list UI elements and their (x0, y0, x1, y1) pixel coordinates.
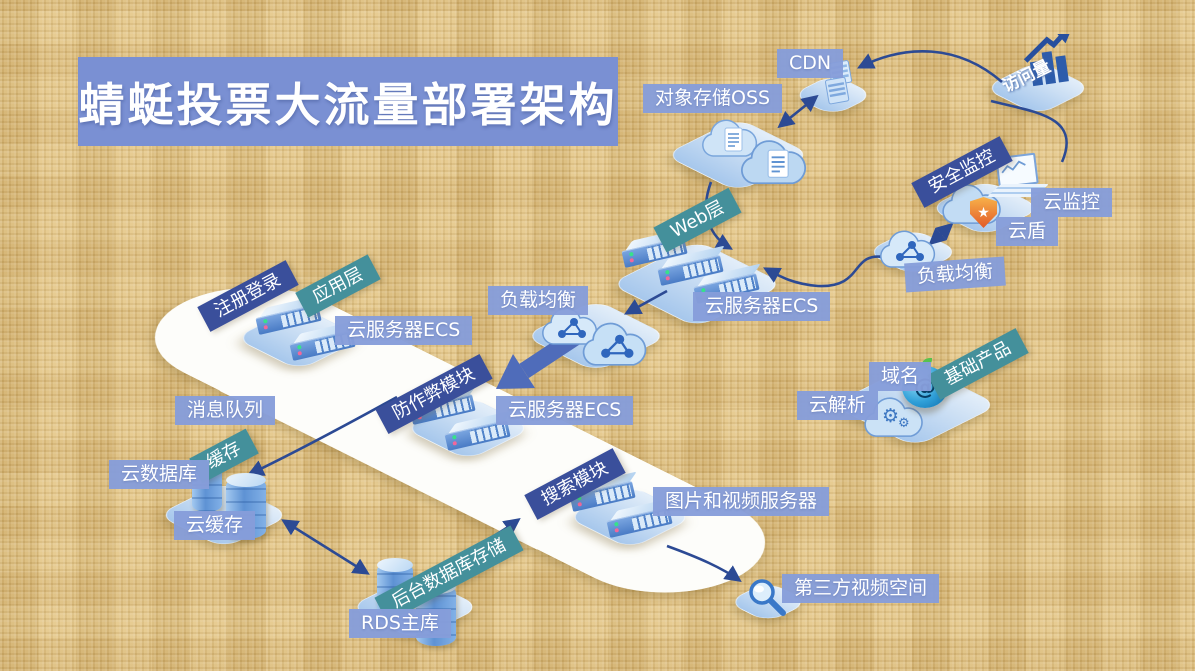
gear-icon: ⚙ (898, 416, 910, 431)
page-title: 蜻蜓投票大流量部署架构 (78, 57, 618, 146)
oss-cloud-document-icon (736, 136, 812, 188)
edge-cdn-oss (777, 94, 819, 129)
anticheat-ecs-label: 云服务器ECS (496, 396, 634, 425)
cloud-db-label: 云数据库 (109, 460, 210, 489)
edge-search-video (666, 544, 742, 582)
oss-cloud-document-icon (698, 116, 762, 160)
laptop-chart-icon (995, 152, 1039, 189)
third-party-video-label: 第三方视频空间 (782, 574, 940, 603)
cloud-cache-label: 云缓存 (174, 511, 256, 540)
edge-shield-lb (928, 222, 954, 246)
image-video-server-label: 图片和视频服务器 (653, 487, 830, 516)
cloud-monitor-label: 云监控 (1031, 188, 1113, 217)
app-ecs-label: 云服务器ECS (335, 316, 473, 345)
edge-traffic-cdn (856, 50, 1003, 83)
cdn-label: CDN (777, 49, 844, 78)
dns-cloud-gears-icon: ⚙ ⚙ (860, 393, 928, 441)
domain-label: 域名 (869, 362, 932, 391)
edge-web-lbleft (624, 289, 668, 315)
lb-left-cloud-share-icon (578, 318, 652, 370)
oss-label: 对象存储OSS (643, 84, 783, 113)
traffic-bar-chart-up-arrow-icon (1016, 31, 1078, 90)
lb-left-label: 负载均衡 (488, 286, 589, 315)
cloud-shield-label: 云盾 (996, 217, 1059, 246)
rds-master-label: RDS主库 (349, 609, 451, 638)
dns-label: 云解析 (797, 391, 879, 420)
web-ecs-label: 云服务器ECS (693, 292, 831, 321)
edge-traffic-monitor (990, 99, 1068, 163)
message-queue-label: 消息队列 (175, 396, 276, 425)
gear-icon: ⚙ (882, 405, 900, 427)
lb-right-cloud-share-icon (876, 226, 940, 272)
edge-lbright-web (763, 255, 885, 288)
edge-cache-rds (281, 519, 370, 575)
video-magnifier-icon (746, 578, 790, 620)
